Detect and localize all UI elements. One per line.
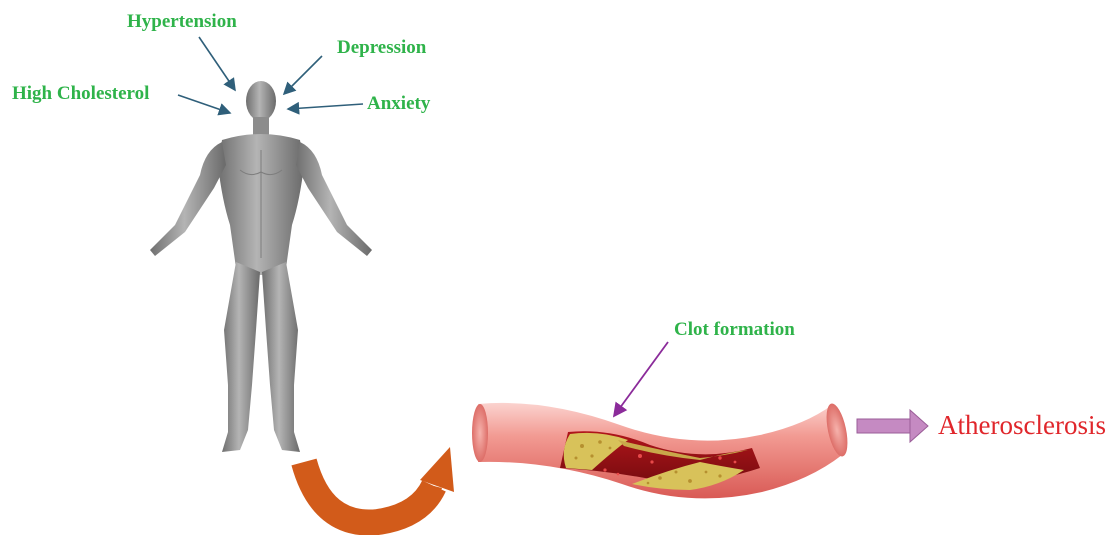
clot-formation-label: Clot formation: [674, 320, 795, 339]
anxiety-label: Anxiety: [367, 94, 430, 113]
high-cholesterol-pointer-arrow: [178, 95, 230, 113]
curved-progression-arrow: [300, 447, 454, 534]
atherosclerosis-label: Atherosclerosis: [938, 412, 1106, 439]
human-figure-icon: [150, 81, 372, 452]
depression-label: Depression: [337, 38, 426, 57]
result-arrow-icon: [857, 410, 928, 442]
clot-formation-pointer-arrow: [614, 342, 668, 416]
artery-icon: [472, 402, 851, 499]
depression-pointer-arrow: [284, 56, 322, 94]
hypertension-pointer-arrow: [199, 37, 235, 90]
anxiety-pointer-arrow: [288, 104, 363, 109]
hypertension-label: Hypertension: [127, 12, 237, 31]
high-cholesterol-label: High Cholesterol: [12, 84, 149, 103]
